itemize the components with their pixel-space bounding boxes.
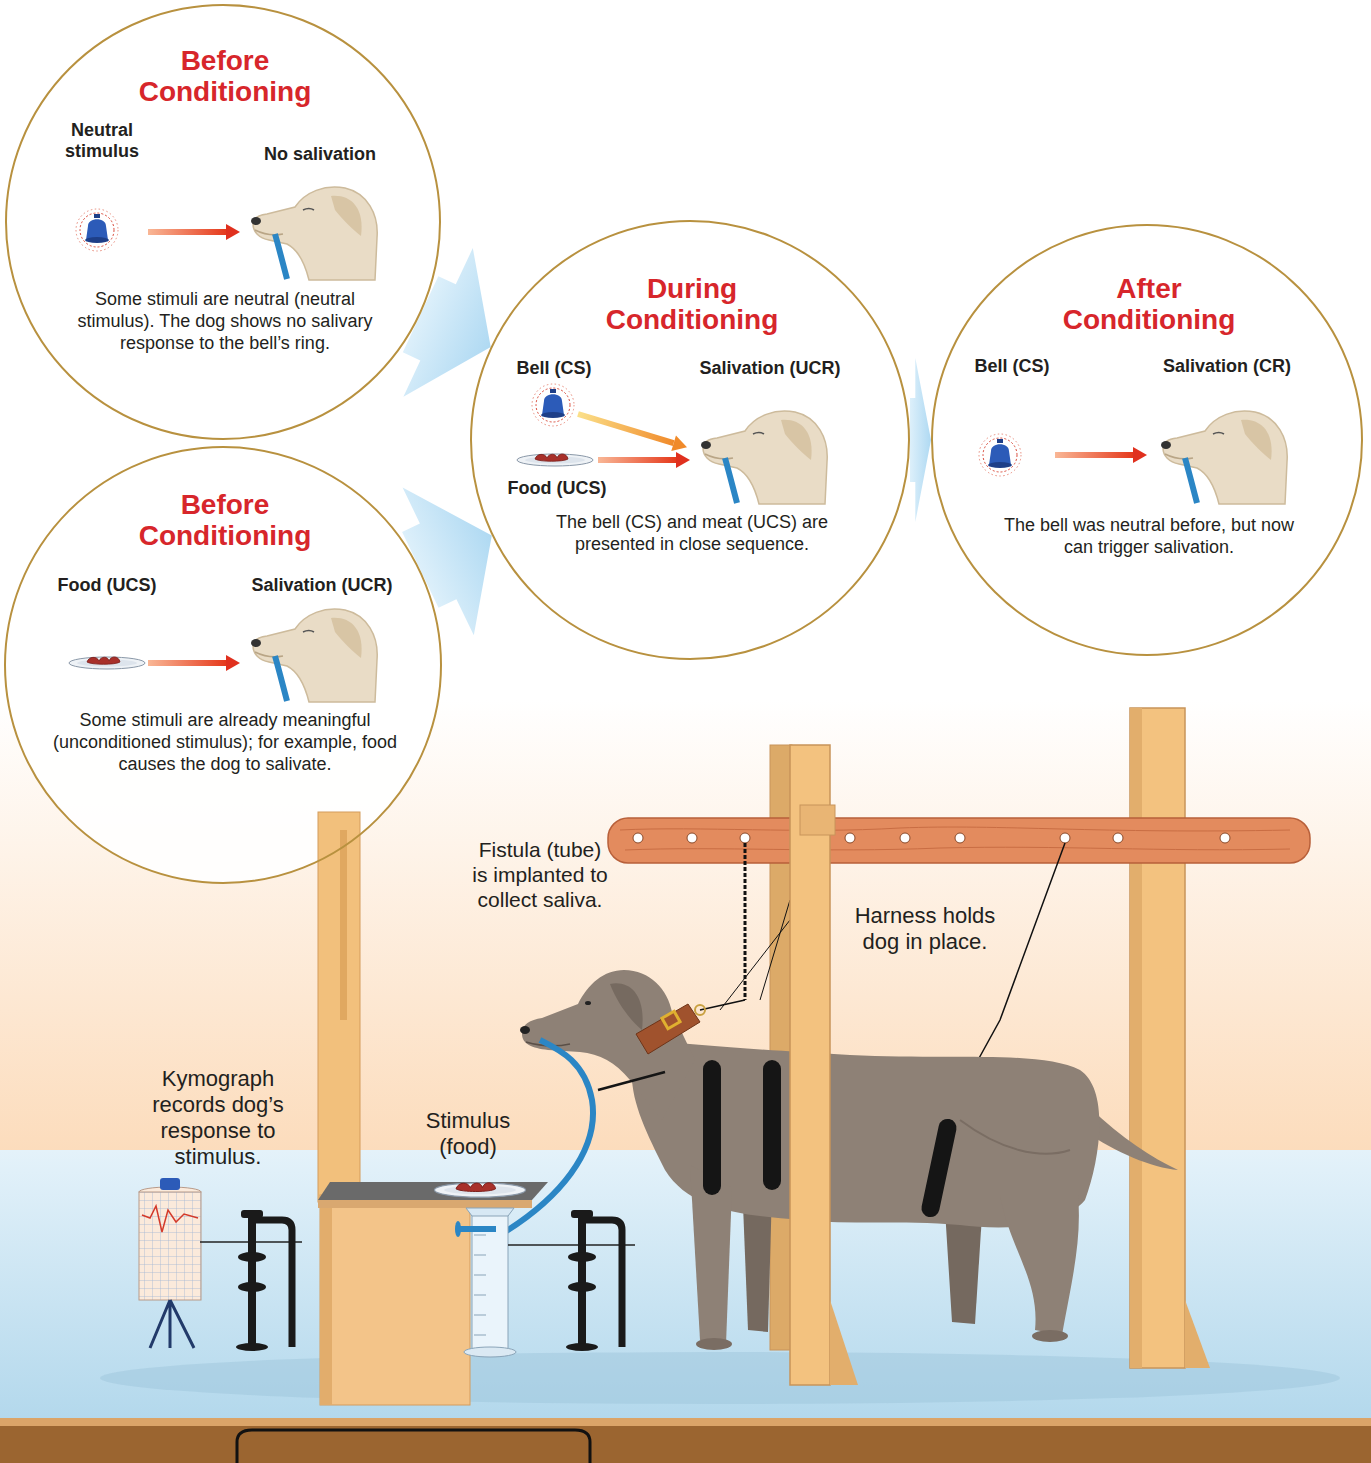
- response-label: No salivation: [240, 144, 400, 165]
- stage-title: After Conditioning: [1034, 274, 1264, 336]
- stimulus-label: Neutral stimulus: [57, 120, 147, 161]
- floor-base: [0, 1426, 1371, 1463]
- stage-circle: Before ConditioningNeutral stimulus No sa…: [5, 4, 441, 440]
- stimulus-label: Bell (CS): [962, 356, 1062, 377]
- stage-circle: Before ConditioningFood (UCS) Salivation …: [4, 446, 442, 884]
- conditioned-scene: [979, 411, 1287, 504]
- stage-title: Before Conditioning: [110, 490, 340, 552]
- callout-label: Fistula (tube) is implanted to collect s…: [472, 838, 608, 912]
- neutral-stimulus-scene: [76, 187, 377, 280]
- frame-post: [1130, 708, 1210, 1368]
- stimulus-stand: [318, 812, 548, 1405]
- response-label: Salivation (UCR): [237, 575, 407, 596]
- measuring-cylinder: [455, 1208, 516, 1357]
- frame-beam: [608, 818, 1310, 863]
- stage-title: Before Conditioning: [110, 46, 340, 108]
- food-scene: [69, 609, 377, 702]
- callout-label: Harness holds dog in place.: [840, 903, 1010, 955]
- pairing-scene: [517, 384, 827, 504]
- stimulus-label: Food (UCS): [47, 575, 167, 596]
- stage-caption: Some stimuli are already meaningful (unc…: [45, 710, 405, 776]
- frame-post: [790, 745, 858, 1385]
- flow-arrow: [910, 358, 931, 522]
- stage-circle: During ConditioningBell (CS) Salivation (…: [470, 220, 910, 660]
- stage-title: During Conditioning: [577, 274, 807, 336]
- stimulus-label: Food (UCS): [497, 478, 617, 499]
- stage-circle: After ConditioningBell (CS) Salivation (C…: [931, 224, 1363, 656]
- stimulus-label: Bell (CS): [504, 358, 604, 379]
- response-label: Salivation (UCR): [685, 358, 855, 379]
- cable: [237, 1430, 590, 1463]
- response-label: Salivation (CR): [1147, 356, 1307, 377]
- callout-label: Kymograph records dog’s response to stim…: [143, 1066, 293, 1170]
- stage-caption: The bell was neutral before, but now can…: [999, 515, 1299, 559]
- floor-edge: [0, 1418, 1371, 1426]
- kymograph: [139, 1178, 635, 1351]
- callout-label: Stimulus (food): [413, 1108, 523, 1160]
- dog: [495, 970, 1178, 1350]
- stage-caption: Some stimuli are neutral (neutral stimul…: [75, 289, 375, 355]
- stage-caption: The bell (CS) and meat (UCS) are present…: [552, 512, 832, 556]
